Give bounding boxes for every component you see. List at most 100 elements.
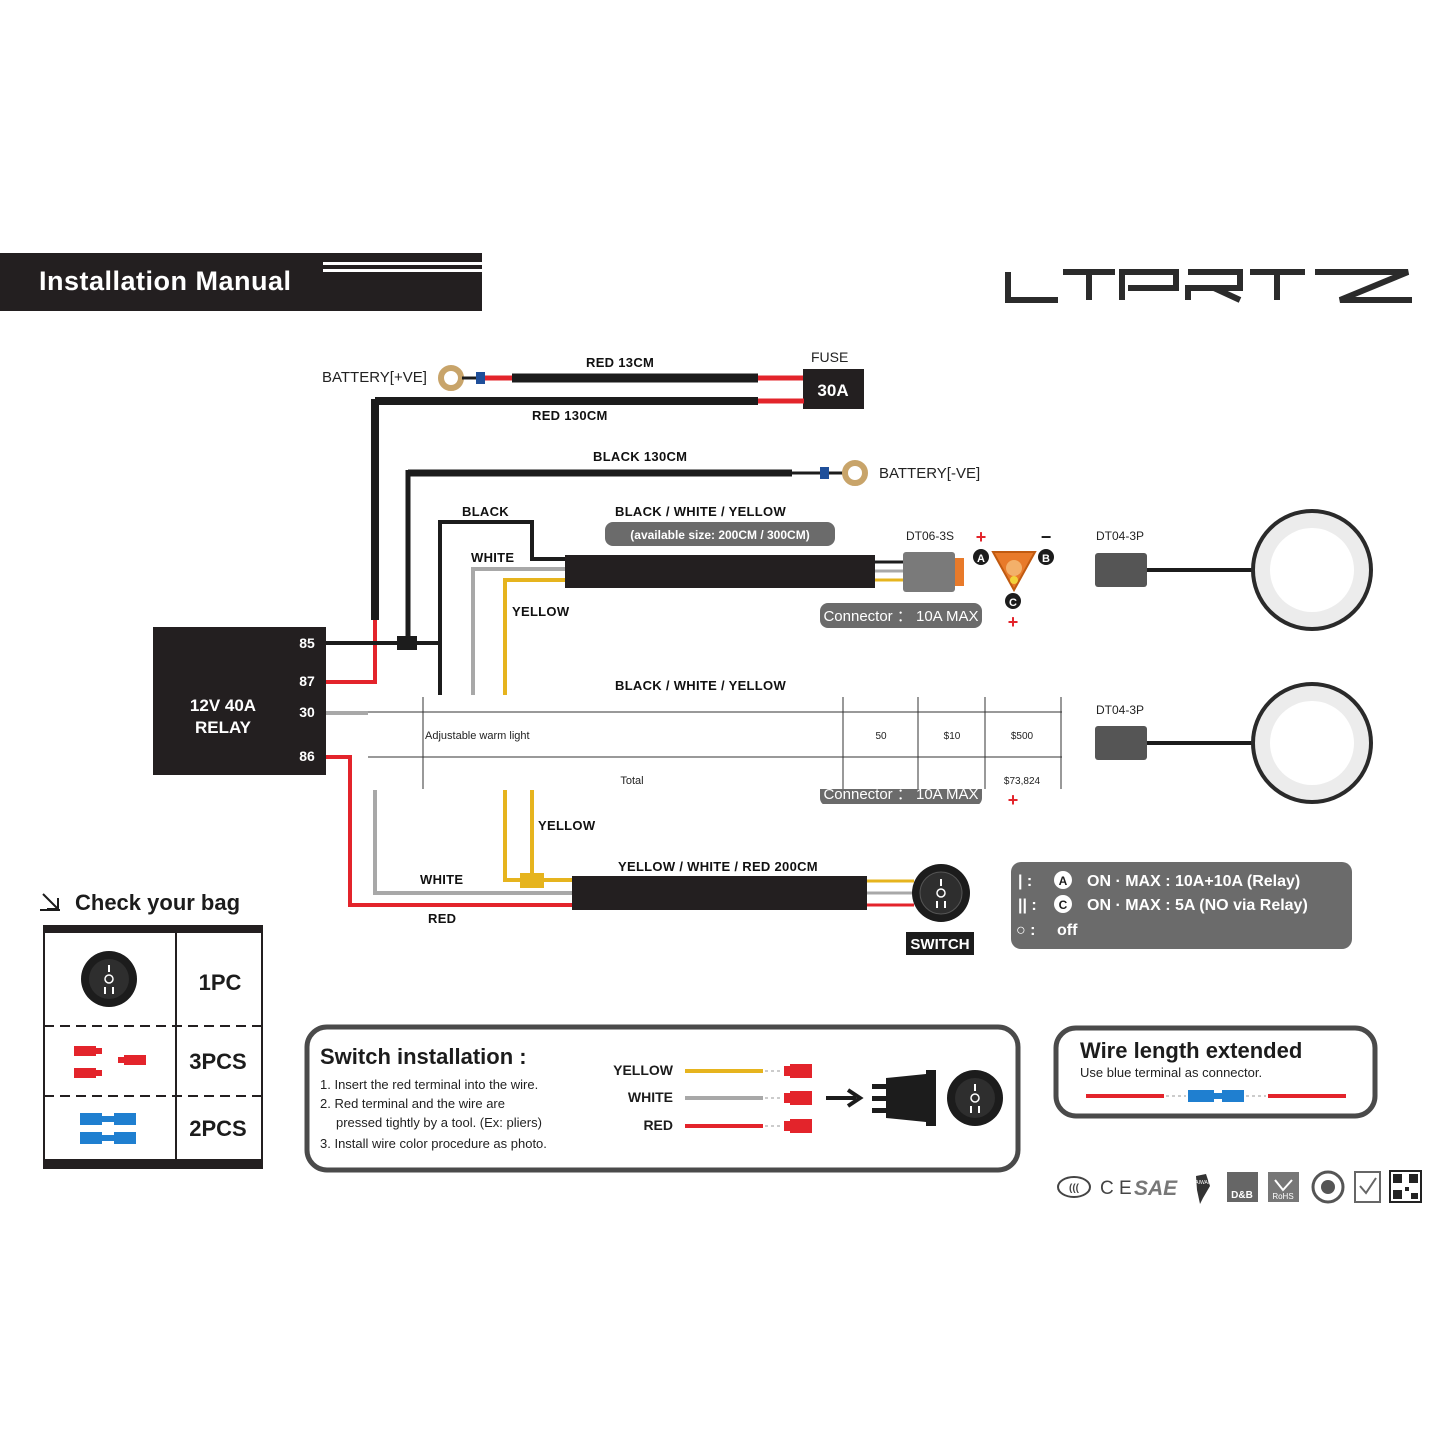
cert-seal-icon <box>1311 1170 1345 1204</box>
header-stripes <box>323 262 482 276</box>
red-wire-lower <box>326 755 575 907</box>
battery-neg-crimp <box>820 467 829 479</box>
relay-pin-30: 30 <box>299 704 315 720</box>
ywr-label: YELLOW / WHITE / RED 200CM <box>618 859 818 874</box>
table-total-value: $73,824 <box>1004 776 1041 787</box>
red-label-lower: RED <box>428 911 456 926</box>
red-terminal-icon <box>74 1046 146 1078</box>
white-wire-lower <box>373 790 575 895</box>
switch-install-step-2b: pressed tightly by a tool. (Ex: pliers) <box>336 1115 542 1130</box>
svg-text:A: A <box>977 553 985 565</box>
relay-line2: RELAY <box>195 718 252 737</box>
pin-plus-top: + <box>976 527 987 547</box>
install-wire-red-label: RED <box>643 1117 673 1133</box>
taiwan-map-icon <box>1196 1174 1210 1204</box>
page-title: Installation Manual <box>39 266 292 296</box>
battery-pos-label: BATTERY[+VE] <box>322 369 427 386</box>
rohs-badge <box>1268 1172 1299 1202</box>
battery-neg-label: BATTERY[-VE] <box>879 465 980 482</box>
switch-install-step-2: 2. Red terminal and the wire are <box>320 1096 505 1111</box>
table-cell-qty: 50 <box>875 731 887 742</box>
upper-harness-sleeve <box>565 555 875 588</box>
available-size-label: (available size: 200CM / 300CM) <box>630 528 809 542</box>
svg-text:B: B <box>1042 553 1050 565</box>
fuse-value: 30A <box>817 381 848 400</box>
battery-pos-crimp <box>476 372 485 384</box>
pin-minus: − <box>1041 527 1052 547</box>
red-13cm-label: RED 13CM <box>586 355 654 370</box>
switch-install-box <box>304 1024 1021 1173</box>
connector-badge-upper-text: Connector ： 10A MAX <box>823 608 978 625</box>
dt06-lock <box>955 558 964 586</box>
pin-c-marker <box>1005 593 1021 609</box>
dt04-connector-upper <box>1095 553 1147 587</box>
black-130cm-label: BLACK 130CM <box>593 449 687 464</box>
bag-table-bottom <box>43 1159 263 1169</box>
connector-badge-upper <box>820 603 982 628</box>
yellow-wire-upper <box>503 578 568 695</box>
relay-box <box>153 627 326 775</box>
extend-box <box>1053 1025 1378 1119</box>
install-wires <box>685 1064 812 1133</box>
connector-badge-lower <box>820 789 982 804</box>
mode2-text: ON · MAX : 5A (NO via Relay) <box>1087 897 1308 914</box>
arrow-down-right-icon <box>40 893 60 911</box>
dt06-connector <box>903 552 955 592</box>
extend-subtitle: Use blue terminal as connector. <box>1080 1065 1262 1080</box>
svg-text:RoHS: RoHS <box>1272 1192 1293 1201</box>
install-wire-yellow-label: YELLOW <box>613 1062 674 1078</box>
yellow-splice <box>520 873 544 888</box>
dt04-connector-lower <box>1095 726 1147 760</box>
svg-text:C: C <box>1009 597 1017 609</box>
mode3-symbol: ○ : <box>1016 922 1035 939</box>
svg-text:D&B: D&B <box>1231 1190 1253 1201</box>
battery-pos-ring <box>438 365 464 391</box>
relay-pin-86: 86 <box>299 748 315 764</box>
connector-badge-lower-text: Connector ： 10A MAX <box>823 786 978 803</box>
black-label: BLACK <box>462 504 509 519</box>
pin-a-marker <box>973 549 989 565</box>
bag-qty-2: 3PCS <box>189 1049 246 1074</box>
lower-harness-sleeve <box>572 876 867 910</box>
pin-plus-bottom: + <box>1008 612 1019 632</box>
blue-terminal-icon <box>80 1113 136 1144</box>
dt04-label-upper: DT04-3P <box>1096 529 1144 543</box>
dt06-label: DT06-3S <box>906 529 954 543</box>
dnb-badge <box>1227 1172 1258 1202</box>
available-size-badge <box>605 522 835 546</box>
ce-mark: C E <box>1100 1178 1132 1199</box>
table-cell-price: $10 <box>944 731 961 742</box>
switch-install-step-1: 1. Insert the red terminal into the wire… <box>320 1077 538 1092</box>
table-total-label: Total <box>620 775 643 787</box>
certification-row: ((( C E SAE TAIWAN D&B RoHS <box>1057 1170 1422 1204</box>
svg-text:TAIWAN: TAIWAN <box>1193 1180 1212 1186</box>
white-label: WHITE <box>471 550 514 565</box>
bag-qty-1: 1PC <box>199 970 242 995</box>
extend-title: Wire length extended <box>1080 1038 1302 1063</box>
yellow-label: YELLOW <box>512 604 570 619</box>
switch-side-icon <box>872 1070 936 1126</box>
modes-box <box>1011 862 1352 949</box>
table-cell-item: Adjustable warm light <box>425 730 530 742</box>
relay-line1: 12V 40A <box>190 696 256 715</box>
mode1-symbol: | : <box>1018 873 1032 890</box>
switch-install-step-3: 3. Install wire color procedure as photo… <box>320 1136 547 1151</box>
switch-install-title: Switch installation : <box>320 1044 527 1069</box>
sae-mark: SAE <box>1134 1177 1178 1200</box>
mode2-pin-marker <box>1054 895 1072 913</box>
svg-text:C: C <box>1059 898 1068 912</box>
dt04-label-lower: DT04-3P <box>1096 703 1144 717</box>
mode2-symbol: || : <box>1018 897 1037 914</box>
checklist-icon <box>1354 1171 1381 1203</box>
mode1-pin-marker <box>1054 871 1072 889</box>
battery-neg-ring <box>842 460 868 486</box>
bag-table-top <box>43 925 263 933</box>
pin-plus-lower: + <box>1008 790 1019 810</box>
svg-text:(((: ((( <box>1069 1183 1080 1194</box>
fuse-title: FUSE <box>811 349 848 365</box>
relay-pin-85: 85 <box>299 635 315 651</box>
bwy-label-lower: BLACK / WHITE / YELLOW <box>615 678 786 693</box>
bag-title: Check your bag <box>75 890 240 915</box>
mode3-text: off <box>1057 922 1078 939</box>
yellow-wire-lower-a <box>503 790 575 882</box>
